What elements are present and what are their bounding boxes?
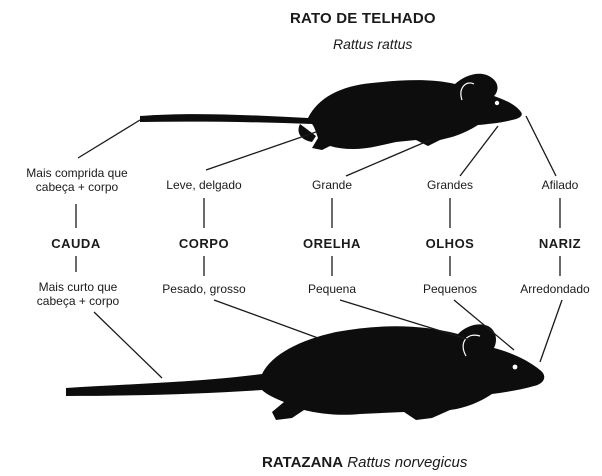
brown-rat-silhouette xyxy=(66,324,545,420)
eyes-roof-rat-label: Grandes xyxy=(426,178,474,192)
nose-roof-rat-label: Afilado xyxy=(541,178,579,192)
roof-rat-scientific-name: Rattus rattus xyxy=(333,36,413,52)
eyes-brown-rat-label: Pequenos xyxy=(422,282,478,296)
feature-ear: ORELHA xyxy=(303,236,361,251)
brown-rat-scientific-name: Rattus norvegicus xyxy=(347,454,468,471)
brown-rat-common-name: RATAZANA xyxy=(262,454,344,471)
tail-roof-rat-line-2: cabeça + corpo xyxy=(35,180,119,194)
tail-brown-rat-line-2: cabeça + corpo xyxy=(36,294,120,308)
tail-brown-rat-line-1: Mais curto que xyxy=(38,280,118,294)
tail-brown-rat-label: Mais curto que cabeça + corpo xyxy=(18,280,138,308)
feature-body: CORPO xyxy=(178,236,230,251)
top-connectors xyxy=(77,115,557,177)
tail-roof-rat-label: Mais comprida que cabeça + corpo xyxy=(12,166,142,194)
feature-eyes: OLHOS xyxy=(425,236,475,251)
feature-nose: NARIZ xyxy=(538,236,582,251)
ear-brown-rat-label: Pequena xyxy=(307,282,357,296)
nose-brown-rat-label: Arredondado xyxy=(520,282,590,296)
roof-rat-eye xyxy=(494,100,500,106)
body-brown-rat-label: Pesado, grosso xyxy=(162,282,246,296)
tail-roof-rat-line-1: Mais comprida que xyxy=(26,166,128,180)
vertical-ticks xyxy=(75,198,561,276)
bottom-connectors xyxy=(93,299,563,379)
brown-rat-eye xyxy=(512,364,518,370)
roof-rat-ear-outline xyxy=(460,82,475,101)
feature-tail: CAUDA xyxy=(51,236,101,251)
roof-rat-common-name: RATO DE TELHADO xyxy=(290,10,436,27)
brown-rat-title: RATAZANA Rattus norvegicus xyxy=(262,454,467,471)
body-roof-rat-label: Leve, delgado xyxy=(166,178,242,192)
roof-rat-silhouette xyxy=(140,73,522,150)
ear-roof-rat-label: Grande xyxy=(311,178,353,192)
